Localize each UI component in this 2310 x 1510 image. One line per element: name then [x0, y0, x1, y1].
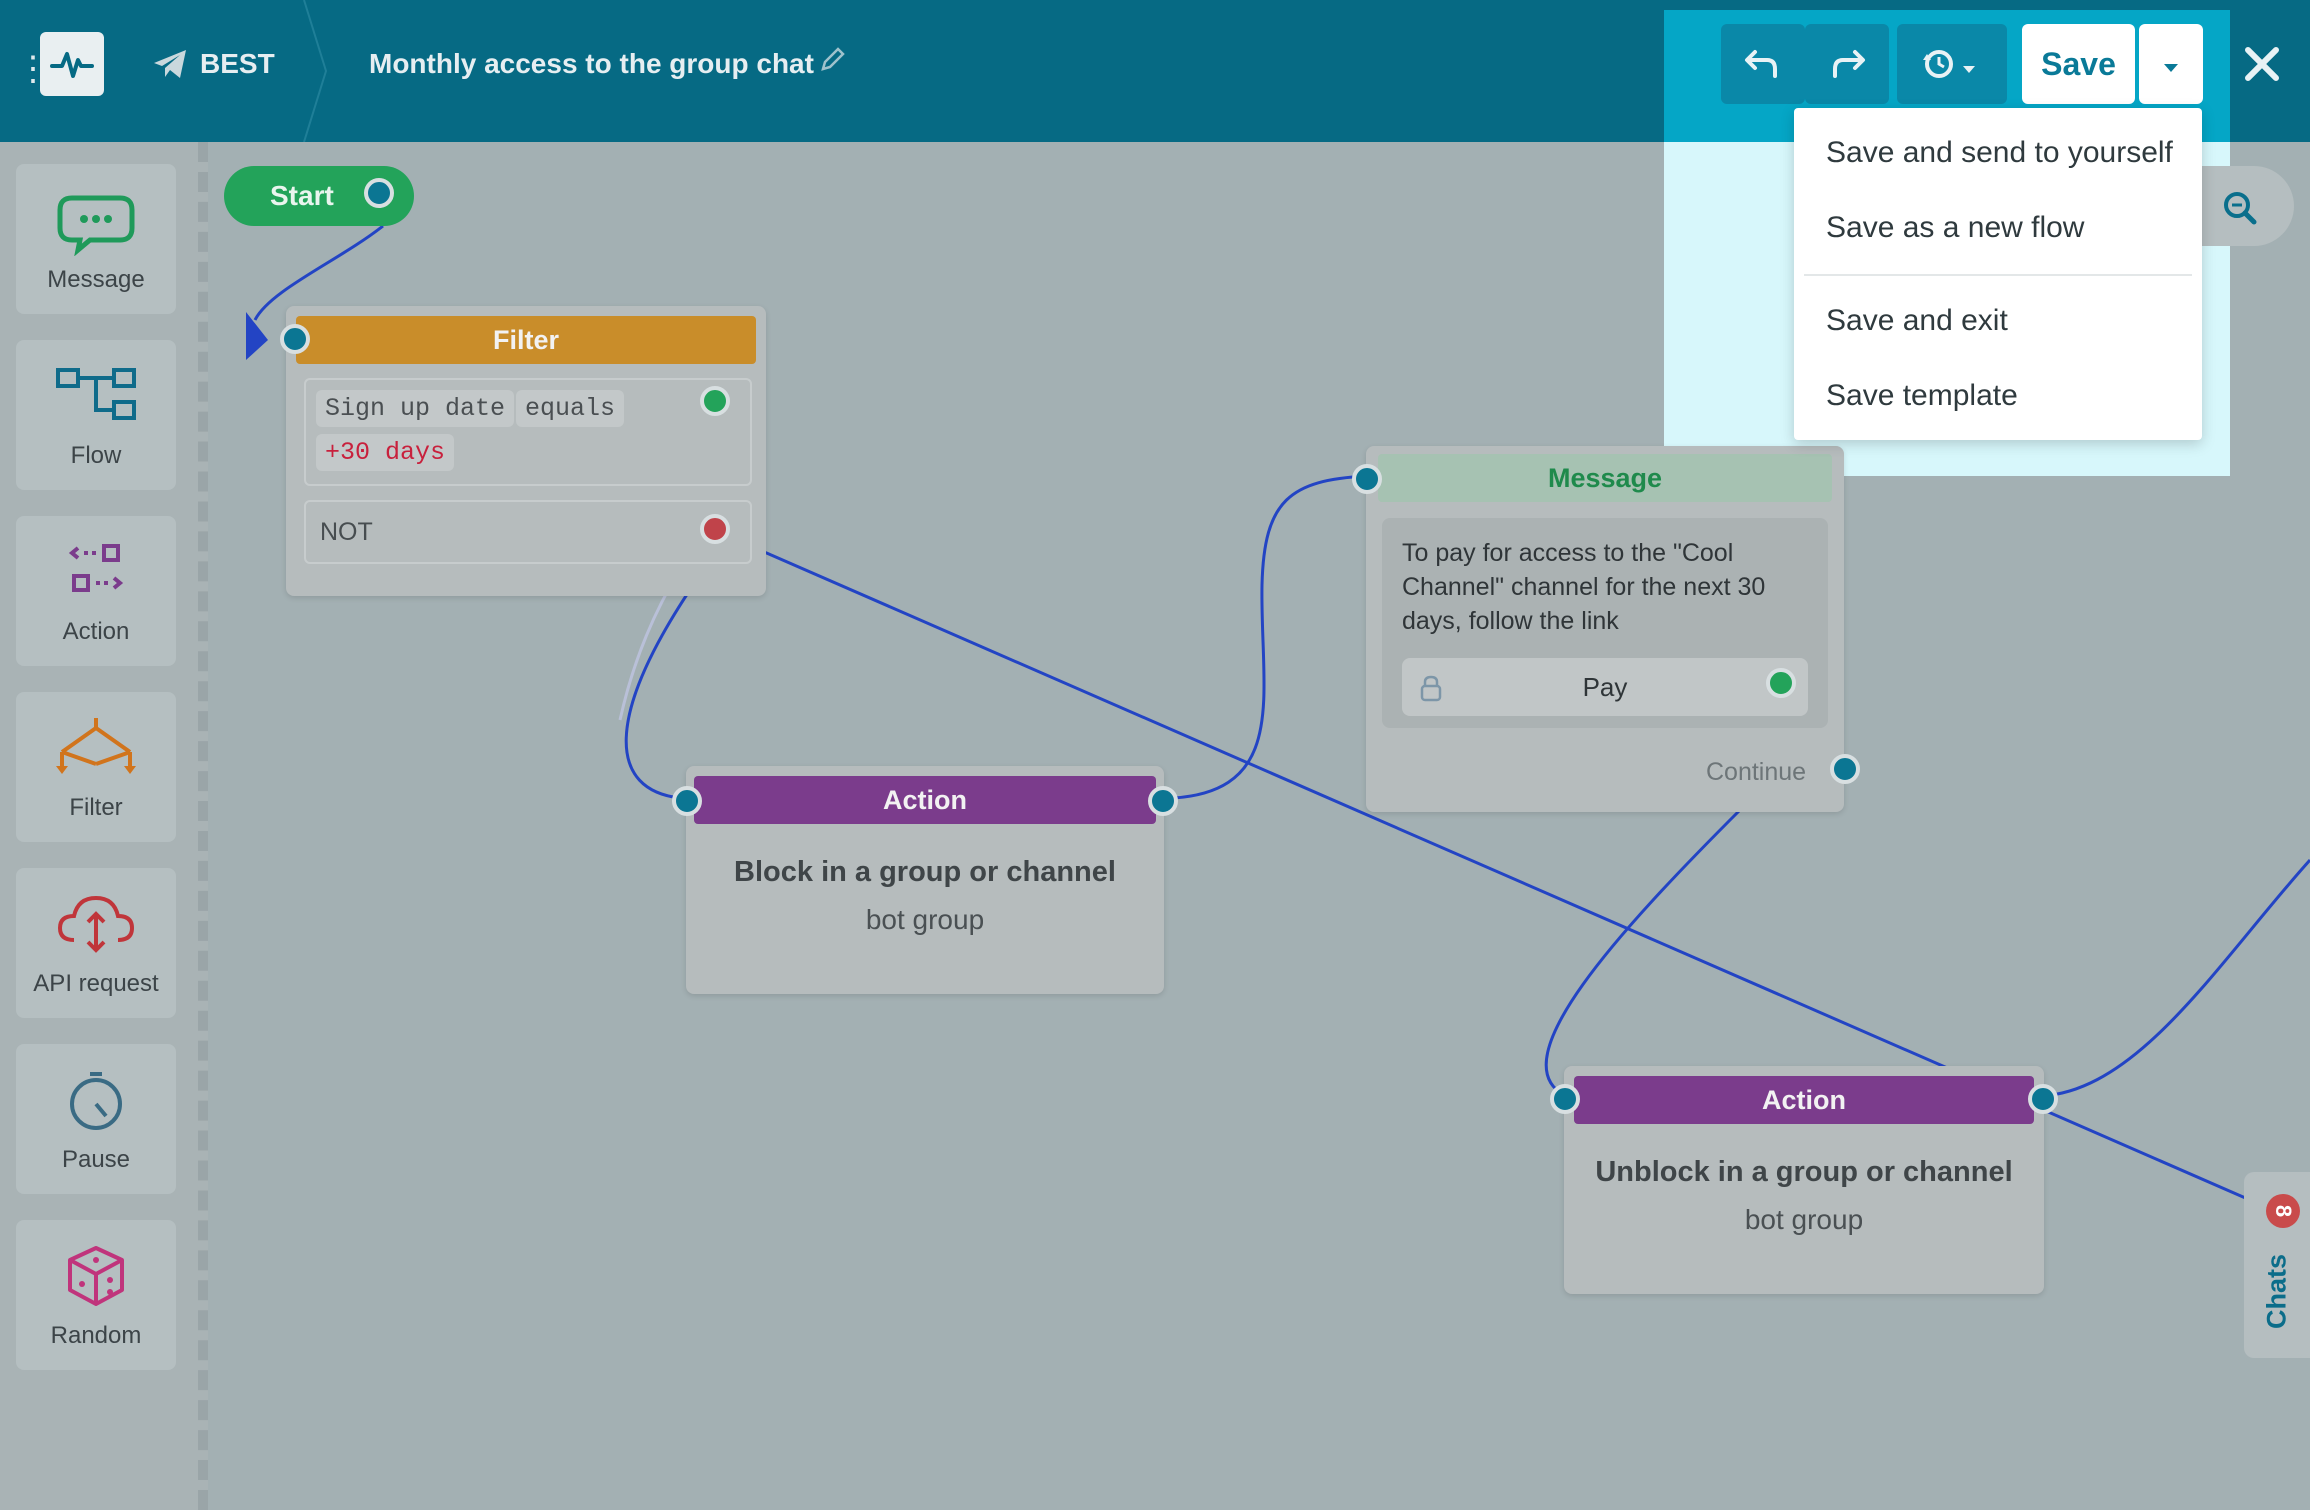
filter-node[interactable]: Filter Sign up date equals +30 days NOT: [286, 306, 766, 596]
continue-output-port[interactable]: [1830, 754, 1860, 784]
condition-field-chip: Sign up date: [316, 390, 514, 427]
message-node[interactable]: Message To pay for access to the "Cool C…: [1366, 446, 1844, 812]
connector-unblock-out: [2042, 860, 2310, 1096]
edit-pencil-icon[interactable]: [818, 44, 848, 74]
sidebar-item-label: Filter: [16, 794, 176, 822]
sidebar-item-action[interactable]: Action: [16, 516, 176, 666]
close-icon[interactable]: [2242, 44, 2282, 84]
chats-tab[interactable]: 8 Chats: [2244, 1172, 2310, 1358]
start-output-port[interactable]: [364, 178, 394, 208]
save-button[interactable]: Save: [2022, 24, 2135, 104]
condition-value-chip: +30 days: [316, 434, 454, 471]
menu-item-save-send-yourself[interactable]: Save and send to yourself: [1826, 136, 2173, 170]
action-sub-text: bot group: [686, 904, 1164, 936]
sidebar-item-filter[interactable]: Filter: [16, 692, 176, 842]
sidebar-item-label: API request: [16, 970, 176, 998]
action-block-node[interactable]: Action Block in a group or channel bot g…: [686, 766, 1164, 994]
history-icon: [1897, 24, 2007, 104]
action-main-text: Unblock in a group or channel: [1564, 1156, 2044, 1189]
filter-input-port[interactable]: [280, 324, 310, 354]
sidebar-item-label: Message: [16, 266, 176, 294]
cloud-api-icon: [16, 890, 176, 960]
action-icon: [16, 538, 176, 608]
bot-name[interactable]: BEST: [200, 48, 275, 80]
filter-false-port[interactable]: [700, 514, 730, 544]
undo-icon: [1721, 24, 1805, 104]
connector-block-message: [1174, 476, 1367, 798]
action-header: Action: [694, 776, 1156, 824]
breadcrumb-separator: [302, 0, 328, 142]
sidebar-item-label: Flow: [16, 442, 176, 470]
continue-label: Continue: [1706, 758, 1806, 787]
condition-operator-chip: equals: [516, 390, 624, 427]
action-sub-text: bot group: [1564, 1204, 2044, 1236]
undo-button[interactable]: [1721, 24, 1805, 104]
action-header: Action: [1574, 1076, 2034, 1124]
flow-title[interactable]: Monthly access to the group chat: [369, 48, 814, 80]
sidebar-item-label: Action: [16, 618, 176, 646]
telegram-icon: [152, 48, 188, 80]
filter-header: Filter: [296, 316, 756, 364]
sidebar-item-label: Pause: [16, 1146, 176, 1174]
not-label: NOT: [320, 518, 373, 547]
sidebar-item-random[interactable]: Random: [16, 1220, 176, 1370]
filter-condition[interactable]: Sign up date equals +30 days: [304, 378, 752, 486]
filter-icon: [16, 714, 176, 784]
action-input-port[interactable]: [672, 786, 702, 816]
menu-divider: [1804, 274, 2192, 276]
chats-badge-count: 8: [2271, 1205, 2296, 1217]
sidebar-item-flow[interactable]: Flow: [16, 340, 176, 490]
redo-button[interactable]: [1805, 24, 1889, 104]
components-sidebar: Message Flow Action Filter: [0, 142, 208, 1510]
chats-label: Chats: [2262, 1247, 2293, 1337]
action-input-port[interactable]: [1550, 1084, 1580, 1114]
sidebar-item-api-request[interactable]: API request: [16, 868, 176, 1018]
filter-not-branch[interactable]: NOT: [304, 500, 752, 564]
sidebar-item-pause[interactable]: Pause: [16, 1044, 176, 1194]
menu-item-save-template[interactable]: Save template: [1826, 379, 2018, 413]
dice-icon: [16, 1242, 176, 1312]
pulse-icon: [40, 32, 104, 96]
message-body: To pay for access to the "Cool Channel" …: [1382, 518, 1828, 728]
chat-bubble-icon: [16, 186, 176, 256]
start-label: Start: [270, 180, 334, 212]
menu-item-save-exit[interactable]: Save and exit: [1826, 304, 2008, 338]
action-output-port[interactable]: [1148, 786, 1178, 816]
save-options-button[interactable]: [2139, 24, 2203, 104]
app-logo[interactable]: [40, 32, 104, 96]
action-unblock-node[interactable]: Action Unblock in a group or channel bot…: [1564, 1066, 2044, 1294]
action-main-text: Block in a group or channel: [686, 856, 1164, 889]
chevron-down-icon: [2139, 24, 2203, 104]
filter-true-port[interactable]: [700, 386, 730, 416]
pay-button-label: Pay: [1402, 672, 1808, 703]
save-options-menu: Save and send to yourself Save as a new …: [1794, 108, 2202, 440]
chats-badge: 8: [2266, 1194, 2300, 1228]
start-node[interactable]: Start: [224, 166, 414, 226]
connector-arrow: [246, 312, 268, 360]
action-output-port[interactable]: [2028, 1084, 2058, 1114]
menu-item-save-new-flow[interactable]: Save as a new flow: [1826, 211, 2084, 245]
flow-icon: [16, 362, 176, 432]
pay-output-port[interactable]: [1766, 668, 1796, 698]
sidebar-item-message[interactable]: Message: [16, 164, 176, 314]
message-input-port[interactable]: [1352, 464, 1382, 494]
message-header: Message: [1378, 454, 1832, 502]
history-button[interactable]: [1897, 24, 2007, 104]
redo-icon: [1805, 24, 1889, 104]
search-zoom-icon: [2220, 188, 2260, 228]
stopwatch-icon: [16, 1066, 176, 1136]
message-text: To pay for access to the "Cool Channel" …: [1402, 536, 1812, 638]
pay-button[interactable]: Pay: [1402, 658, 1808, 716]
sidebar-item-label: Random: [16, 1322, 176, 1350]
